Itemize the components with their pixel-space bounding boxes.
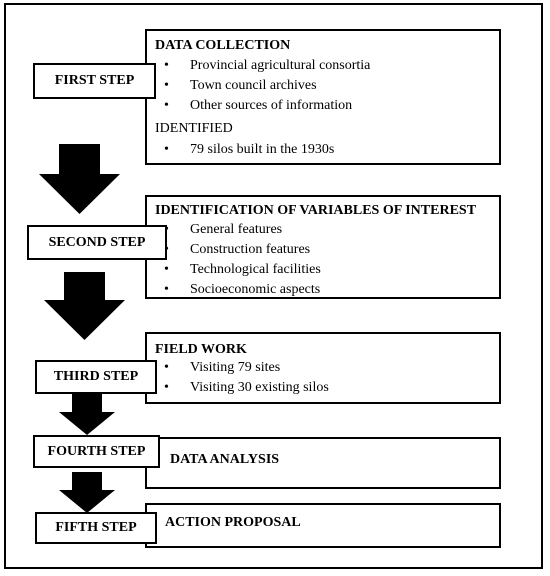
list-item: General features [160, 220, 321, 240]
step-4-heading: DATA ANALYSIS [170, 452, 280, 467]
list-item: Construction features [160, 240, 321, 260]
list-item: 79 silos built in the 1930s [160, 140, 334, 160]
list-item: Visiting 30 existing silos [160, 378, 329, 398]
step-1-label: FIRST STEP [33, 63, 156, 99]
down-arrow-icon [39, 144, 120, 214]
step-4-label: FOURTH STEP [33, 435, 160, 468]
step-3-heading: FIELD WORK [155, 342, 247, 357]
step-2-label: SECOND STEP [27, 225, 167, 260]
list-item: Provincial agricultural consortia [160, 56, 370, 76]
step-3-list: Visiting 79 sites Visiting 30 existing s… [160, 358, 329, 398]
step-1-list: Provincial agricultural consortia Town c… [160, 56, 370, 116]
step-5-heading: ACTION PROPOSAL [165, 515, 301, 530]
step-2-list: General features Construction features T… [160, 220, 321, 300]
list-item: Socioeconomic aspects [160, 280, 321, 300]
list-item: Technological facilities [160, 260, 321, 280]
step-2-heading: IDENTIFICATION OF VARIABLES OF INTEREST [155, 203, 477, 218]
down-arrow-icon [59, 394, 115, 435]
step-5-content-box [145, 503, 501, 548]
step-1-heading: DATA COLLECTION [155, 38, 291, 53]
step-4-content-box [145, 437, 501, 489]
list-item: Visiting 79 sites [160, 358, 329, 378]
down-arrow-icon [59, 472, 115, 513]
step-1-subheading: IDENTIFIED [155, 121, 233, 136]
list-item: Other sources of information [160, 96, 370, 116]
step-1-sublist: 79 silos built in the 1930s [160, 140, 334, 160]
down-arrow-icon [44, 272, 125, 340]
step-3-label: THIRD STEP [35, 360, 157, 394]
step-5-label: FIFTH STEP [35, 512, 157, 544]
list-item: Town council archives [160, 76, 370, 96]
